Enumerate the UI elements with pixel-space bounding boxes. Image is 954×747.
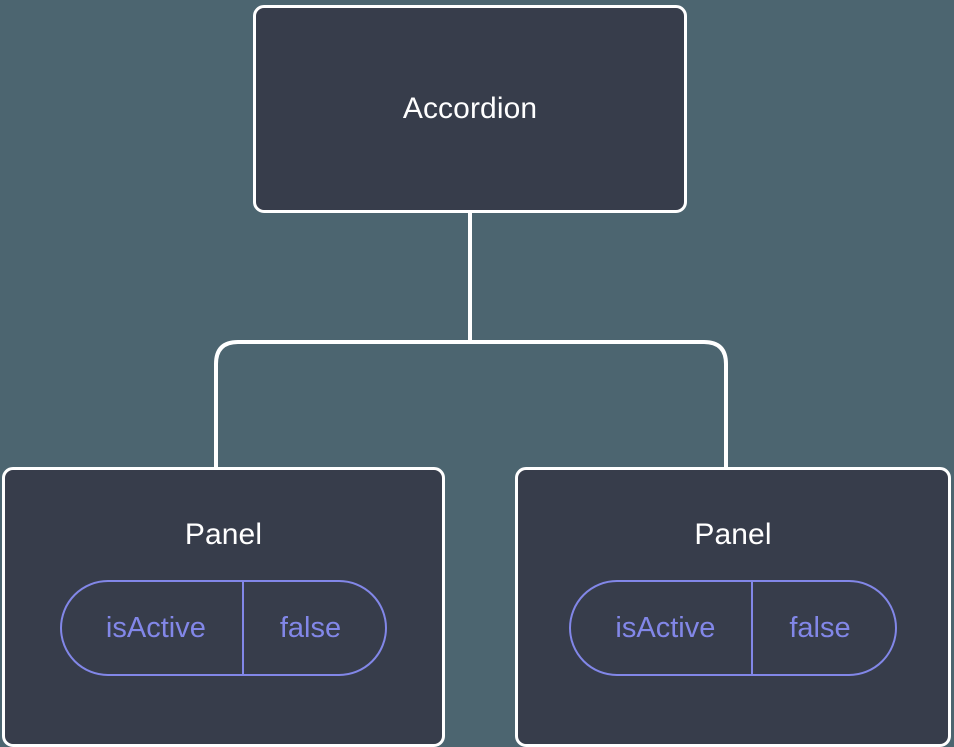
node-accordion-label: Accordion (402, 92, 538, 125)
node-panel-left[interactable]: Panel isActive false (2, 467, 445, 747)
connector-branch-left (214, 340, 470, 470)
node-panel-right[interactable]: Panel isActive false (515, 467, 951, 747)
node-panel-left-label: Panel (184, 518, 263, 551)
prop-key-label: isActive (105, 611, 206, 644)
node-panel-right-label: Panel (694, 518, 772, 551)
prop-key-label: isActive (615, 611, 716, 644)
prop-value-label: false (751, 582, 894, 674)
prop-pill-is-active-right[interactable]: isActive false (569, 580, 897, 676)
prop-pill-is-active-left[interactable]: isActive false (59, 580, 388, 676)
connector-branch-right (470, 340, 728, 470)
node-accordion[interactable]: Accordion (253, 5, 687, 213)
prop-value-label: false (241, 582, 385, 674)
